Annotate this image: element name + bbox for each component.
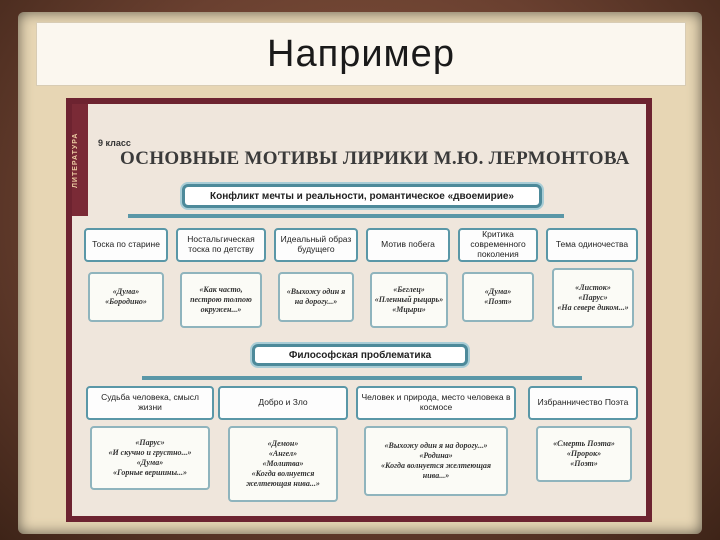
category-box: Тема одиночества xyxy=(546,228,638,262)
example-item: «И скучно и грустно...» xyxy=(108,448,192,457)
example-item: «Листок» xyxy=(575,283,611,292)
examples-box: «Парус» «И скучно и грустно...» «Дума» «… xyxy=(90,426,210,490)
example-item: «Молитва» xyxy=(262,459,304,468)
section1-header: Конфликт мечты и реальности, романтическ… xyxy=(182,184,542,208)
example-item: «Дума» xyxy=(136,458,164,467)
example-item: «На севере диком...» xyxy=(557,303,629,312)
examples-box: «Выхожу один я на дорогу...» «Родина» «К… xyxy=(364,426,508,496)
section1-connector xyxy=(128,214,564,218)
category-box: Критика современного поколения xyxy=(458,228,538,262)
example-item: «Выхожу один я на дорогу...» xyxy=(286,287,346,306)
example-item: «Поэт» xyxy=(484,297,512,306)
grade-label: 9 класс xyxy=(98,138,131,148)
example-item: «Поэт» xyxy=(570,459,598,468)
example-item: «Мцыри» xyxy=(392,305,426,314)
category-box: Тоска по старине xyxy=(84,228,168,262)
slide-title-box: Например xyxy=(36,22,686,86)
examples-box: «Выхожу один я на дорогу...» xyxy=(278,272,354,322)
examples-box: «Беглец» «Пленный рыцарь» «Мцыри» xyxy=(370,272,448,328)
poster-title: ОСНОВНЫЕ МОТИВЫ ЛИРИКИ М.Ю. ЛЕРМОНТОВА xyxy=(120,148,630,169)
example-item: «Выхожу один я на дорогу...» xyxy=(384,441,488,450)
example-item: «Пророк» xyxy=(566,449,602,458)
example-item: «Родина» xyxy=(419,451,453,460)
example-item: «Парус» xyxy=(578,293,608,302)
examples-box: «Дума» «Бородино» xyxy=(88,272,164,322)
example-item: «Смерть Поэта» xyxy=(553,439,615,448)
example-item: «Беглец» xyxy=(393,285,425,294)
example-item: «Пленный рыцарь» xyxy=(374,295,444,304)
examples-box: «Дума» «Поэт» xyxy=(462,272,534,322)
example-item: «Горные вершины...» xyxy=(112,468,188,477)
category-box: Избранничество Поэта xyxy=(528,386,638,420)
examples-box: «Демон» «Ангел» «Молитва» «Когда волнует… xyxy=(228,426,338,502)
category-box: Добро и Зло xyxy=(218,386,348,420)
example-item: «Дума» xyxy=(484,287,512,296)
example-item: «Бородино» xyxy=(105,297,147,306)
section2-header: Философская проблематика xyxy=(252,344,468,366)
category-box: Судьба человека, смысл жизни xyxy=(86,386,214,420)
example-item: «Ангел» xyxy=(268,449,298,458)
example-item: «Дума» xyxy=(112,287,140,296)
category-box: Человек и природа, место человека в косм… xyxy=(356,386,516,420)
category-box: Идеальный образ будущего xyxy=(274,228,358,262)
side-label: ЛИТЕРАТУРА xyxy=(72,104,88,216)
slide-title: Например xyxy=(267,32,455,75)
section2-connector xyxy=(142,376,582,380)
example-item: «Демон» xyxy=(267,439,299,448)
example-item: «Как часто, пестрою толпою окружен...» xyxy=(190,285,252,314)
example-item: «Когда волнуется желтеющая нива...» xyxy=(246,469,320,488)
examples-box: «Листок» «Парус» «На севере диком...» xyxy=(552,268,634,328)
examples-box: «Смерть Поэта» «Пророк» «Поэт» xyxy=(536,426,632,482)
category-box: Ностальгическая тоска по детству xyxy=(176,228,266,262)
example-item: «Парус» xyxy=(135,438,165,447)
poster: ЛИТЕРАТУРА 9 класс ОСНОВНЫЕ МОТИВЫ ЛИРИК… xyxy=(66,98,652,522)
example-item: «Когда волнуется желтеющая нива...» xyxy=(380,461,491,480)
category-box: Мотив побега xyxy=(366,228,450,262)
examples-box: «Как часто, пестрою толпою окружен...» xyxy=(180,272,262,328)
